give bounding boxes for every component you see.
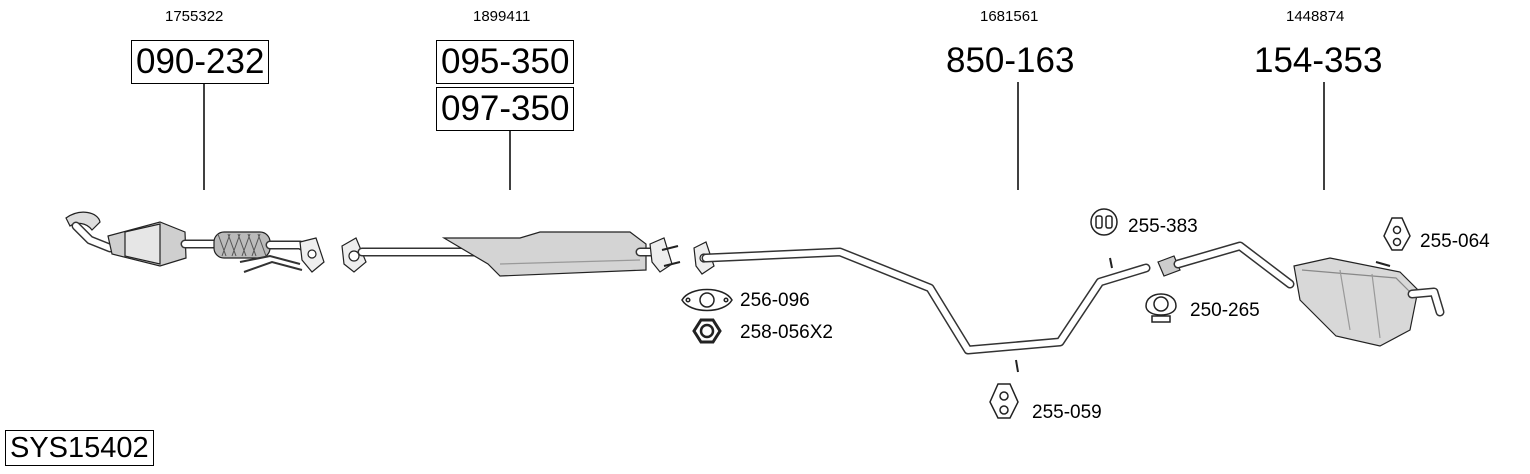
middle-pipe-resonator-drawing [341,231,681,277]
oem-number-1: 1755322 [165,8,224,25]
accessory-label-255-059[interactable]: 255-059 [1032,402,1102,423]
accessory-label-255-064[interactable]: 255-064 [1420,231,1490,252]
part-code-4[interactable]: 154-353 [1254,41,1383,80]
accessory-label-gasket[interactable]: 256-096 [740,290,810,311]
part-code-1[interactable]: 090-232 [131,40,270,84]
system-id: SYS15402 [5,430,154,466]
gasket-icon [681,288,733,312]
part-code-2b[interactable]: 097-350 [436,87,575,131]
accessory-label-255-383[interactable]: 255-383 [1128,216,1198,237]
center-pipe-drawing [693,241,1151,373]
nut-icon [692,318,722,344]
accessory-label-clamp[interactable]: 250-265 [1190,300,1260,321]
clamp-icon [1145,293,1177,323]
rubber-mount-icon-255-383 [1090,208,1118,236]
rubber-mount-icon-255-059 [989,383,1019,419]
front-pipe-catalyst-drawing [65,211,325,273]
rubber-mount-icon-255-064 [1383,217,1411,251]
oem-number-3: 1681561 [980,8,1039,25]
part-code-2a[interactable]: 095-350 [436,40,575,84]
oem-number-4: 1448874 [1286,8,1345,25]
rear-silencer-drawing [1157,241,1445,347]
part-code-3[interactable]: 850-163 [946,41,1075,80]
oem-number-2: 1899411 [473,8,531,25]
accessory-label-nut[interactable]: 258-056X2 [740,322,833,343]
